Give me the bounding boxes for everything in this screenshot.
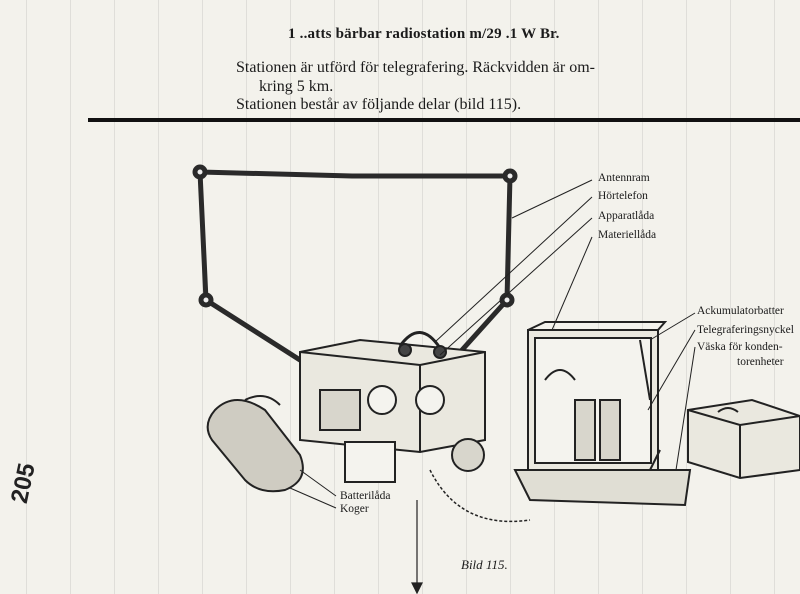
paragraph-1-line-2: kring 5 km. bbox=[259, 78, 334, 95]
antenna-frame-drawing bbox=[192, 164, 518, 363]
leader-lines bbox=[289, 179, 696, 509]
paragraph-1: Stationen är utförd för telegrafering. R… bbox=[236, 58, 656, 96]
label-telegraph-key: Telegraferingsnyckel bbox=[697, 324, 794, 336]
label-antenna-frame: Antennram bbox=[598, 172, 650, 184]
down-arrow-icon bbox=[411, 500, 423, 594]
figure-caption: Bild 115. bbox=[461, 557, 508, 572]
material-box-drawing bbox=[513, 321, 692, 507]
label-material-box: Materiellåda bbox=[598, 229, 657, 241]
label-condenser-bag-line2: torenheter bbox=[737, 356, 784, 368]
label-apparatus-box: Apparatlåda bbox=[598, 210, 655, 222]
label-condenser-bag-line1: Väska för konden- bbox=[697, 341, 783, 353]
divider-rule bbox=[88, 118, 800, 122]
apparatus-box-drawing bbox=[299, 331, 531, 523]
label-headphone: Hörtelefon bbox=[598, 190, 648, 202]
label-quiver: Koger bbox=[340, 503, 369, 515]
label-accumulator-battery: Ackumulatorbatter bbox=[697, 305, 784, 317]
paragraph-1-line-1: Stationen är utförd för telegrafering. R… bbox=[236, 59, 595, 76]
page-header: 1 ..atts bärbar radiostation m/29 .1 W B… bbox=[288, 26, 560, 42]
battery-bag-drawing bbox=[206, 395, 304, 493]
label-battery-box: Batterilåda bbox=[340, 490, 391, 502]
paragraph-2: Stationen består av följande delar (bild… bbox=[236, 96, 522, 113]
condenser-bag-drawing bbox=[687, 398, 800, 480]
